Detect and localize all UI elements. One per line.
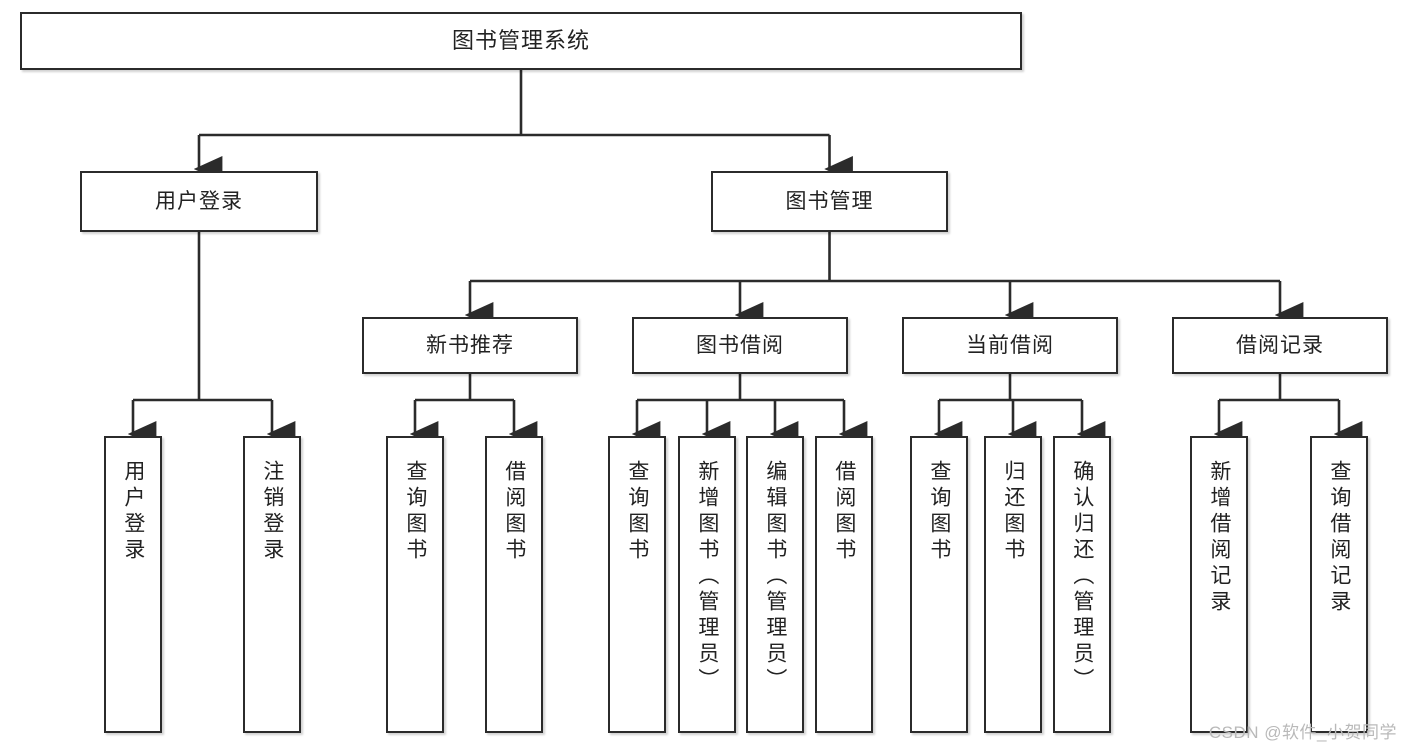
- node-label: 新增借阅记录: [1207, 460, 1231, 616]
- node-leaf-login-2[interactable]: 注销登录: [243, 436, 301, 733]
- node-label: 确认归还（管理员）: [1070, 460, 1094, 694]
- node-label: 归还图书: [1001, 460, 1025, 564]
- node-label: 查询图书: [927, 460, 951, 564]
- node-label: 查询图书: [403, 460, 427, 564]
- node-newbook[interactable]: 新书推荐: [362, 317, 578, 374]
- node-label: 新书推荐: [426, 333, 514, 357]
- node-login[interactable]: 用户登录: [80, 171, 318, 232]
- node-label: 用户登录: [121, 460, 145, 564]
- node-root[interactable]: 图书管理系统: [20, 12, 1022, 70]
- node-leaf-new-2[interactable]: 借阅图书: [485, 436, 543, 733]
- node-label: 查询图书: [625, 460, 649, 564]
- node-leaf-login-1[interactable]: 用户登录: [104, 436, 162, 733]
- node-borrow[interactable]: 图书借阅: [632, 317, 848, 374]
- watermark: CSDN @软件_小贺同学: [1208, 723, 1397, 742]
- node-label: 查询借阅记录: [1327, 460, 1351, 616]
- node-record[interactable]: 借阅记录: [1172, 317, 1388, 374]
- node-label: 注销登录: [260, 460, 284, 564]
- node-label: 借阅图书: [832, 460, 856, 564]
- node-leaf-bor-2[interactable]: 新增图书（管理员）: [678, 436, 736, 733]
- node-label: 图书借阅: [696, 333, 784, 357]
- node-leaf-new-1[interactable]: 查询图书: [386, 436, 444, 733]
- node-label: 图书管理系统: [451, 28, 590, 54]
- node-label: 新增图书（管理员）: [695, 460, 719, 694]
- node-label: 图书管理: [785, 189, 874, 213]
- node-current[interactable]: 当前借阅: [902, 317, 1118, 374]
- node-label: 用户登录: [155, 189, 243, 213]
- node-leaf-cur-2[interactable]: 归还图书: [984, 436, 1042, 733]
- node-label: 借阅记录: [1236, 333, 1324, 357]
- node-leaf-rec-1[interactable]: 新增借阅记录: [1190, 436, 1248, 733]
- node-leaf-cur-3[interactable]: 确认归还（管理员）: [1053, 436, 1111, 733]
- node-leaf-bor-1[interactable]: 查询图书: [608, 436, 666, 733]
- node-bookmgmt[interactable]: 图书管理: [711, 171, 948, 232]
- node-label: 当前借阅: [966, 333, 1054, 357]
- node-label: 借阅图书: [502, 460, 526, 564]
- node-leaf-bor-3[interactable]: 编辑图书（管理员）: [746, 436, 804, 733]
- node-leaf-rec-2[interactable]: 查询借阅记录: [1310, 436, 1368, 733]
- node-leaf-cur-1[interactable]: 查询图书: [910, 436, 968, 733]
- node-leaf-bor-4[interactable]: 借阅图书: [815, 436, 873, 733]
- node-label: 编辑图书（管理员）: [763, 460, 787, 694]
